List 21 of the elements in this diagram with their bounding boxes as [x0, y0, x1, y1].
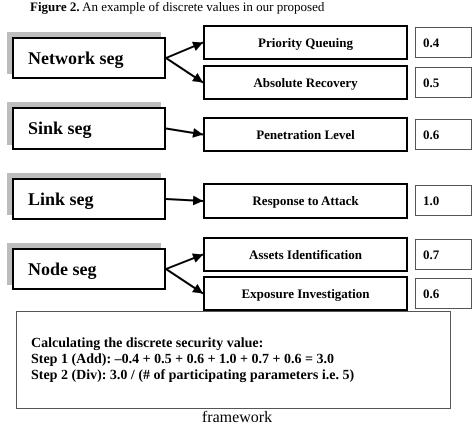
arrow	[165, 57, 204, 84]
arrow	[166, 42, 204, 59]
value-box: 1.0	[415, 185, 472, 216]
arrow	[165, 268, 204, 294]
figure-caption: framework	[200, 409, 274, 426]
value-box: 0.6	[415, 119, 472, 150]
arrow	[166, 195, 204, 206]
value-box: 0.6	[415, 278, 472, 309]
value-box: 0.4	[415, 27, 472, 58]
value-box: 0.7	[415, 239, 472, 270]
calculation-box: Calculating the discrete security value: Step 1 (Add): –0.4 + 0.5 + 0.6 + 1.0 + 0.7 + 0.6 = 3.0 Step 2 (Div): 3.0 / (# of participating parameters i.e. 5)	[16, 311, 451, 409]
arrow	[166, 254, 204, 270]
parameter-box: Response to Attack	[203, 183, 408, 219]
arrow	[166, 128, 204, 138]
parameter-box: Absolute Recovery	[203, 65, 408, 100]
parameter-box: Priority Queuing	[203, 25, 408, 60]
value-box: 0.5	[415, 67, 472, 98]
parameter-box: Assets Identification	[203, 237, 408, 272]
parameter-box: Exposure Investigation	[203, 276, 408, 311]
parameter-box: Penetration Level	[203, 117, 408, 152]
figure-title: Figure 2. An example of discrete values in our proposed	[30, 0, 324, 14]
